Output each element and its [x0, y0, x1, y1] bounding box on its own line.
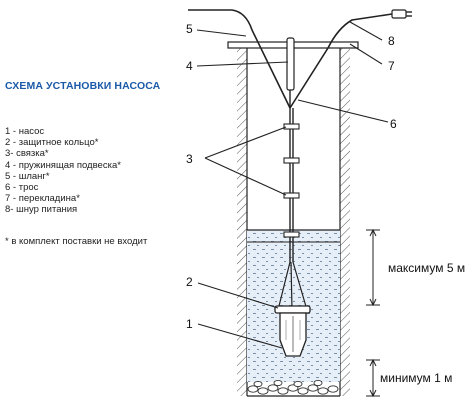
power-cord	[289, 13, 393, 109]
legend-item-cable: 6 - трос	[5, 182, 39, 194]
protective-ring	[274, 305, 311, 314]
tie	[283, 231, 300, 238]
gravel-bottom	[247, 379, 339, 395]
diagram-title: СХЕМА УСТАНОВКИ НАСОСА	[5, 80, 161, 92]
pump	[279, 312, 307, 357]
well-wall-right	[340, 48, 350, 396]
legend-item-tie: 3- связка*	[5, 148, 49, 160]
legend-list: 1 - насос 2 - защитное кольцо* 3- связка…	[5, 126, 121, 216]
callout-6: 6	[390, 117, 397, 131]
legend-item-hose: 5 - шланг*	[5, 170, 50, 182]
callout-7: 7	[388, 59, 395, 73]
dimension-min-label: минимум 1 м	[380, 371, 452, 385]
callout-4: 4	[186, 59, 193, 73]
tie	[283, 123, 300, 130]
legend-item-crossbar: 7 - перекладина*	[5, 193, 80, 205]
tie	[283, 192, 300, 199]
legend-item-spring-suspension: 4 - пружинящая подвеска*	[5, 159, 121, 171]
hose	[188, 9, 291, 109]
well-wall-left	[237, 48, 247, 396]
legend-item-protective-ring: 2 - защитное кольцо*	[5, 137, 99, 149]
callout-3: 3	[186, 152, 193, 166]
spring-suspension	[286, 37, 295, 91]
dimension-min	[366, 358, 380, 398]
dimension-max	[366, 228, 380, 307]
power-plug-icon	[391, 9, 412, 19]
callout-5: 5	[186, 22, 193, 36]
legend-item-pump: 1 - насос	[5, 126, 45, 137]
legend-item-power-cord: 8- шнур питания	[5, 204, 78, 216]
dimension-max-label: максимум 5 м	[388, 261, 465, 275]
callout-8: 8	[388, 34, 395, 48]
callout-1: 1	[186, 317, 193, 331]
callout-2: 2	[186, 275, 193, 289]
tie	[283, 157, 300, 164]
footnote: * в комплект поставки не входит	[5, 236, 148, 247]
